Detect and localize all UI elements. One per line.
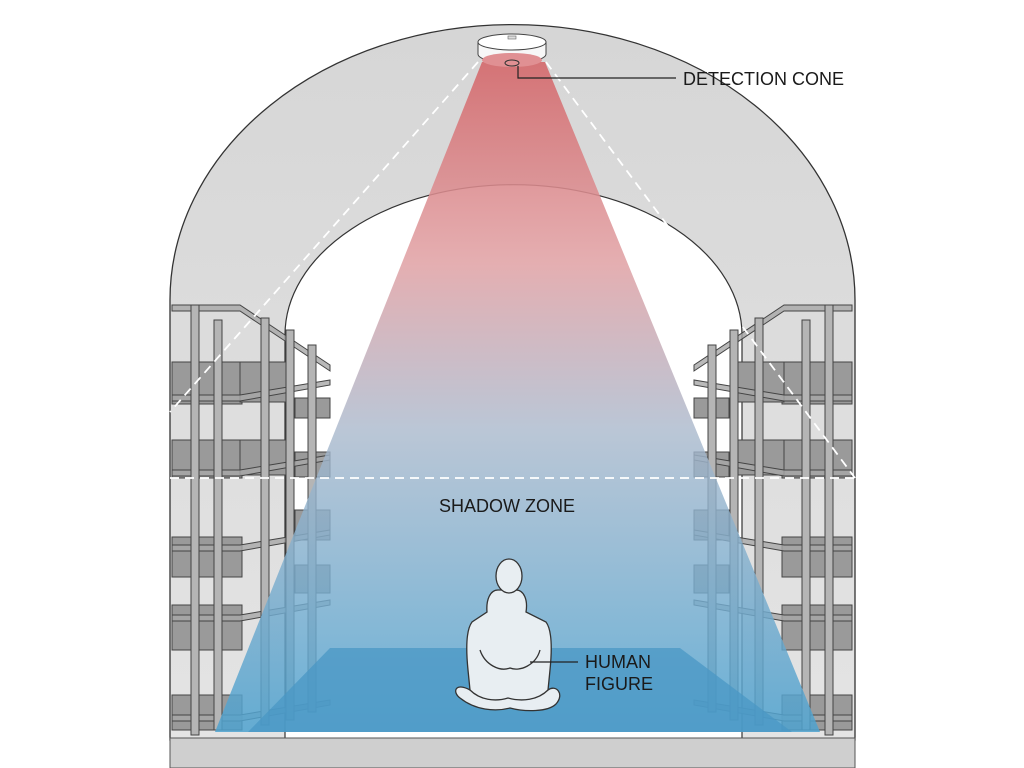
ceiling-detector-icon <box>477 33 547 67</box>
human-figure <box>455 558 561 712</box>
coverage-boundary-left <box>169 61 479 413</box>
detection-cone-leader <box>517 66 676 79</box>
shelf-plank <box>171 304 331 372</box>
detection-cone-label: DETECTION CONE <box>683 69 844 89</box>
shelf-box <box>781 604 853 651</box>
shelf-plank <box>171 379 331 402</box>
shelf-post <box>824 304 834 736</box>
shelf-plank <box>693 304 853 372</box>
shelf-post <box>190 304 200 736</box>
shelf-post <box>801 319 811 731</box>
shadow-zone-label: SHADOW ZONE <box>439 496 575 516</box>
coverage-boundary-right <box>545 61 856 479</box>
shelf-plank <box>693 379 853 402</box>
detection-cone <box>215 62 820 732</box>
shelf-box <box>171 536 243 578</box>
shelf-box <box>781 536 853 578</box>
human-figure-label-line1: HUMAN <box>585 652 651 672</box>
shelf-post <box>213 319 223 731</box>
shelf-box <box>171 604 243 651</box>
shelving-unit-left <box>171 304 331 736</box>
floor-base <box>169 737 856 768</box>
human-figure-label-line2: FIGURE <box>585 674 653 694</box>
